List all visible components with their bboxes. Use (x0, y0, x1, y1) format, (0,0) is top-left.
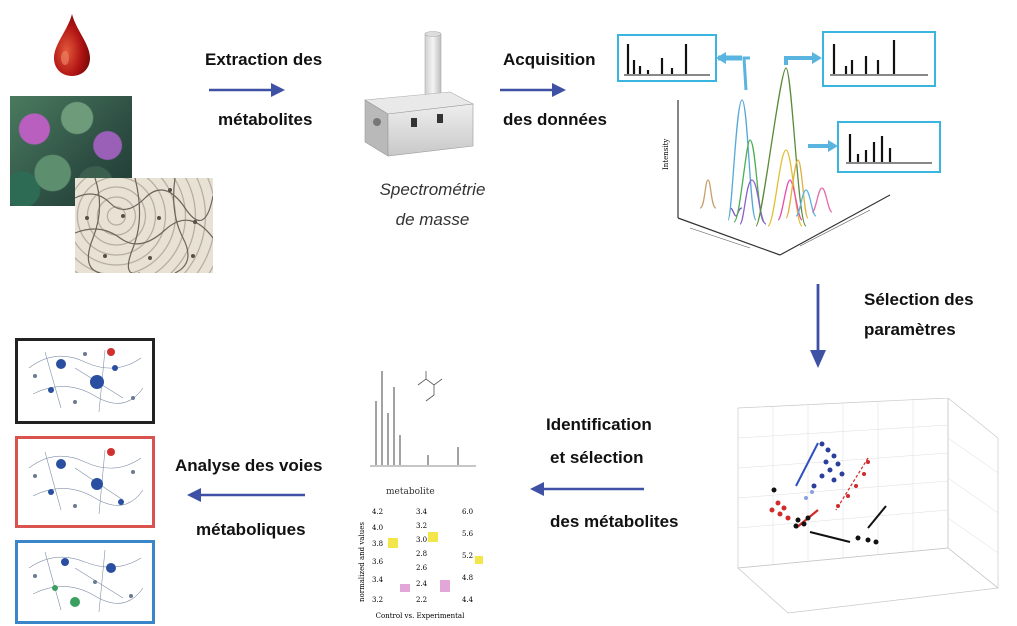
svg-text:3.8: 3.8 (372, 540, 383, 548)
arrow-right-2 (500, 83, 566, 97)
svg-text:3.4: 3.4 (372, 576, 384, 584)
mass-spec-label-line1: Spectrométrie (379, 180, 486, 199)
identification-label-line1: Identification (546, 415, 652, 434)
svg-text:2.8: 2.8 (416, 550, 427, 558)
pathway-label-line2: métaboliques (196, 520, 306, 539)
svg-text:3.0: 3.0 (416, 536, 427, 544)
pathway-map-blue (15, 540, 155, 624)
msms-spectrum-figure (370, 371, 476, 467)
svg-text:4.4: 4.4 (462, 596, 474, 604)
box-plot-figure: normalized and values 4.2 4.0 3.8 3.6 3.… (358, 508, 483, 620)
svg-text:4.0: 4.0 (372, 524, 383, 532)
arrow-left-1 (530, 482, 644, 496)
svg-text:6.0: 6.0 (462, 508, 473, 516)
identification-label-line3: des métabolites (550, 512, 679, 531)
extraction-label-line2: métabolites (218, 110, 313, 129)
acquisition-label-line2: des données (503, 110, 607, 129)
identification-label-line2: et sélection (550, 448, 644, 467)
mass-spectrometer-illustration (364, 31, 475, 157)
blood-drop-icon (54, 14, 90, 76)
pathway-map-red (15, 436, 155, 528)
acquisition-label-line1: Acquisition (503, 50, 596, 69)
pathway-label-line1: Analyse des voies (175, 456, 323, 475)
svg-text:4.8: 4.8 (462, 574, 473, 582)
spectrum-y-axis-label: Intensity (662, 139, 670, 170)
svg-text:5.2: 5.2 (462, 552, 473, 560)
svg-text:3.2: 3.2 (416, 522, 427, 530)
box-y-axis-label: normalized and values (358, 522, 366, 602)
spectra-3d-figure: Intensity (617, 31, 941, 256)
box-x-axis-label: Control vs. Experimental (376, 612, 465, 620)
pathway-map-black (15, 338, 155, 424)
svg-text:4.2: 4.2 (372, 508, 383, 516)
arrow-left-2 (187, 488, 305, 502)
box-label: metabolite (386, 487, 435, 497)
svg-text:2.6: 2.6 (416, 564, 428, 572)
svg-text:3.4: 3.4 (416, 508, 428, 516)
arrow-right-1 (209, 83, 285, 97)
svg-text:2.2: 2.2 (416, 596, 427, 604)
svg-text:3.6: 3.6 (372, 558, 384, 566)
svg-text:5.6: 5.6 (462, 530, 474, 538)
svg-text:2.4: 2.4 (416, 580, 428, 588)
extraction-label-line1: Extraction des (205, 50, 323, 69)
selection-params-label-line2: paramètres (864, 320, 956, 339)
tissue-histology-image (75, 178, 213, 273)
svg-text:3.2: 3.2 (372, 596, 383, 604)
arrow-down (810, 284, 826, 368)
selection-params-label-line1: Sélection des (864, 290, 974, 309)
pca-3d-scatter-figure (737, 398, 999, 614)
mass-spec-label-line2: de masse (395, 210, 470, 229)
